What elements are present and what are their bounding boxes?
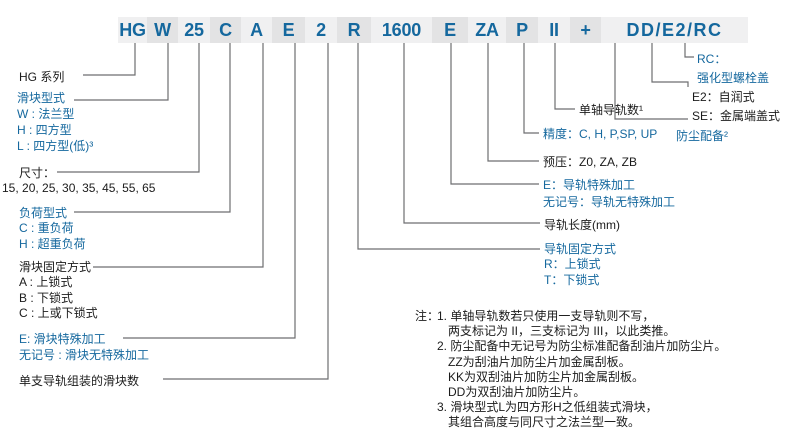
size-title: 尺寸： [19, 166, 56, 180]
label-preload: 预压：Z0, ZA, ZB [543, 154, 637, 170]
rail-mount-option: T：下锁式 [544, 272, 600, 287]
notes-block: 注： 1. 单轴导轨数若只使用一支导轨则不写， 两支标记为 II，三支标记为 I… [415, 309, 726, 431]
code-segment-size: 25 [178, 17, 210, 43]
code-segment-block-mount: A [241, 17, 272, 43]
code-segment-preload: ZA [468, 17, 506, 43]
block-mount-option: A : 上锁式 [19, 275, 73, 290]
rail-special-option: E：导轨特殊加工 [543, 178, 636, 192]
size-values: 15, 20, 25, 30, 35, 45, 55, 65 [2, 181, 156, 195]
preload-title: 预压：Z0, ZA, ZB [543, 155, 638, 169]
dust-protection-title: 防尘配备² [676, 129, 728, 143]
note-line: DD为双刮油片加防尘片。 [448, 385, 586, 400]
load-type-option: C : 重负荷 [19, 221, 74, 236]
model-code-strip: HG W 25 C A E 2 R 1600 E ZA P II + DD/E2… [118, 17, 748, 43]
label-block-special: E: 滑块特殊加工 无记号 : 滑块无特殊加工 [19, 331, 149, 363]
load-type-option: H : 超重负荷 [19, 236, 86, 251]
code-segment-options: DD/E2/RC [601, 17, 748, 43]
precision-title: 精度：C, H, P,SP, UP [543, 127, 658, 141]
code-segment-block-count: 2 [305, 17, 337, 43]
code-segment-rail-count: II [538, 17, 570, 43]
block-special-title: E: 滑块特殊加工 [19, 332, 106, 346]
rail-length-title: 导轨长度(mm) [544, 218, 620, 232]
note-line: KK为双刮油片加防尘片加金属刮板。 [448, 369, 645, 384]
block-mount-title: 滑块固定方式 [19, 260, 92, 274]
note-line: 1. 单轴导轨数若只使用一支导轨则不写， [437, 309, 655, 323]
label-blocks-per-rail: 单支导轨组装的滑块数 [19, 373, 139, 389]
block-type-title: 滑块型式 [17, 91, 66, 105]
se-option: SE：金属端盖式 [692, 108, 781, 123]
label-block-type: 滑块型式 W : 法兰型 H : 四方型 L : 四方型(低)³ [17, 90, 93, 154]
note-line: 2. 防尘配备中无记号为防尘标准配备刮油片加防尘片。 [437, 339, 727, 354]
blocks-per-rail-title: 单支导轨组装的滑块数 [19, 374, 140, 388]
block-special-option: 无记号 : 滑块无特殊加工 [19, 348, 150, 362]
code-segment-rail-special: E [432, 17, 468, 43]
rc-code: RC： [697, 52, 727, 66]
label-block-mount: 滑块固定方式 A : 上锁式 B : 下锁式 C : 上或下锁式 [19, 260, 98, 321]
note-line: 两支标记为 II，三支标记为 III，以此类推。 [448, 324, 676, 339]
rail-mount-title: 导轨固定方式 [544, 242, 617, 256]
rail-special-option: 无记号：导轨无特殊加工 [543, 195, 676, 209]
block-type-option: L : 四方型(低)³ [17, 139, 94, 153]
code-segment-rail-length: 1600 [371, 17, 432, 43]
note-line: 3. 滑块型式L为四方形H之低组装式滑块， [437, 400, 658, 415]
code-segment-block-type: W [147, 17, 178, 43]
block-mount-option: C : 上或下锁式 [19, 305, 98, 320]
label-dust-protection: 防尘配备² [676, 128, 728, 144]
code-segment-rail-mount: R [337, 17, 371, 43]
rails-per-axis-title: 单轴导轨数¹ [579, 103, 643, 117]
label-rails-per-axis: 单轴导轨数¹ [579, 102, 643, 118]
rc-desc: 强化型螺栓盖 [697, 70, 770, 85]
code-segment-series: HG [118, 17, 147, 43]
label-rc: RC： 强化型螺栓盖 [697, 50, 769, 87]
code-segment-block-special: E [272, 17, 305, 43]
block-type-option: H : 四方型 [17, 123, 72, 137]
block-mount-option: B : 下锁式 [19, 290, 74, 305]
e2-option: E2：自润式 [692, 90, 755, 104]
label-rail-length: 导轨长度(mm) [544, 217, 620, 233]
label-size: 尺寸： 15, 20, 25, 30, 35, 45, 55, 65 [2, 166, 155, 196]
load-type-title: 负荷型式 [19, 206, 68, 220]
series-title: HG 系列 [19, 70, 65, 84]
label-series: HG 系列 [19, 69, 64, 85]
block-type-option: W : 法兰型 [17, 107, 75, 121]
code-segment-plus: + [570, 17, 601, 43]
label-precision: 精度：C, H, P,SP, UP [543, 126, 657, 142]
rail-mount-option: R：上锁式 [544, 257, 601, 272]
note-line: 其组合高度与同尺寸之法兰型一致。 [448, 415, 641, 430]
label-rail-mount: 导轨固定方式 R：上锁式 T：下锁式 [544, 242, 616, 288]
notes-marker: 注： [415, 309, 440, 323]
label-rail-special: E：导轨特殊加工 无记号：导轨无特殊加工 [543, 177, 675, 211]
code-segment-load-type: C [210, 17, 241, 43]
note-line: ZZ为刮油片加防尘片加金属刮板。 [448, 354, 631, 369]
label-load-type: 负荷型式 C : 重负荷 H : 超重负荷 [19, 206, 86, 252]
code-segment-precision: P [506, 17, 538, 43]
label-e2-se: E2：自润式 SE：金属端盖式 [692, 88, 780, 125]
